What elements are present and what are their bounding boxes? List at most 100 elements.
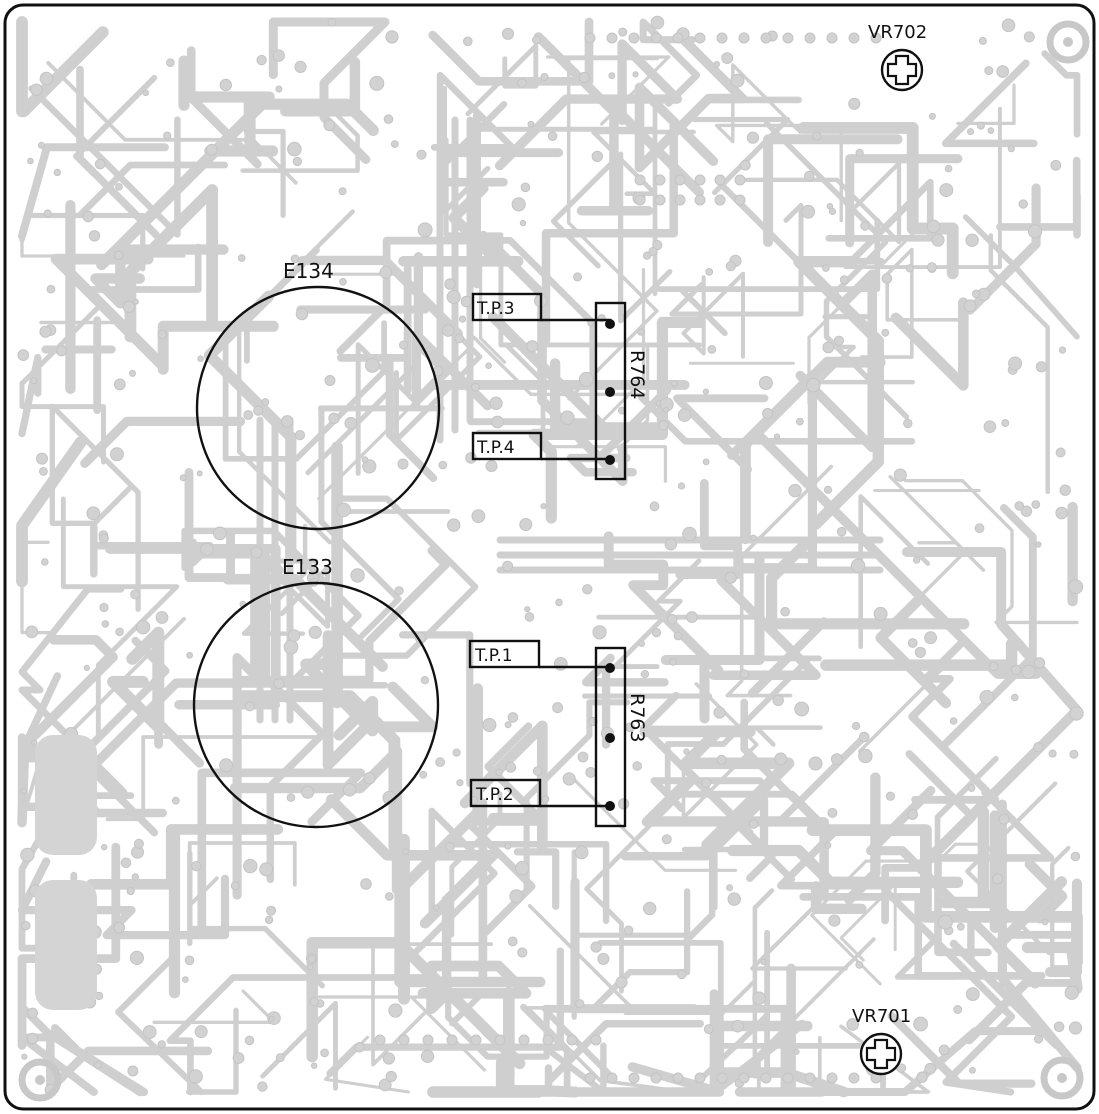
copper-trace — [28, 85, 181, 238]
solder-pad — [182, 976, 189, 983]
solder-pad — [1023, 31, 1035, 43]
solder-pad — [780, 606, 790, 617]
solder-pad — [360, 878, 372, 890]
solder-pad — [39, 71, 54, 86]
copper-trace — [747, 617, 829, 698]
solder-pad — [584, 32, 596, 44]
solder-pad — [142, 1025, 157, 1039]
solder-pad — [541, 795, 550, 803]
solder-pad — [674, 194, 686, 206]
solder-pad — [858, 731, 870, 743]
solder-pad — [354, 1042, 365, 1053]
copper-trace — [725, 464, 834, 698]
solder-pad — [983, 420, 997, 434]
solder-pad — [808, 756, 823, 771]
solder-pad — [205, 143, 218, 156]
copper-trace — [673, 394, 769, 474]
solder-pad — [188, 1069, 203, 1084]
solder-pad — [938, 1044, 950, 1056]
solder-pad — [773, 433, 781, 440]
copper-trace — [495, 1056, 581, 1098]
solder-pad — [416, 149, 427, 160]
capacitor-e134-outline — [195, 285, 441, 531]
copper-trace — [184, 468, 235, 583]
solder-pad — [336, 502, 352, 518]
solder-pad — [694, 32, 706, 44]
solder-pad — [965, 233, 979, 248]
copper-trace — [402, 807, 498, 966]
solder-pad — [243, 410, 254, 420]
solder-pad — [129, 369, 136, 377]
solder-pad — [714, 194, 726, 206]
solder-pad — [870, 32, 882, 44]
solder-pad — [155, 611, 169, 624]
solder-pad — [650, 32, 662, 44]
solder-pad — [39, 325, 52, 338]
solder-pad — [485, 460, 498, 472]
solder-pad — [591, 150, 603, 163]
solder-pad — [135, 620, 151, 635]
solder-pad — [833, 335, 845, 346]
copper-trace — [1041, 50, 1081, 138]
solder-pad — [517, 947, 528, 958]
solder-pad — [643, 251, 652, 260]
solder-pad — [1011, 693, 1019, 702]
solder-pad — [98, 533, 109, 544]
solder-pad — [738, 1072, 750, 1084]
solder-pad — [826, 32, 838, 44]
copper-trace — [49, 403, 141, 612]
solder-pad — [694, 1072, 706, 1084]
copper-trace — [77, 161, 229, 218]
solder-pad — [20, 787, 27, 795]
solder-pad — [94, 158, 106, 170]
solder-pad — [39, 467, 48, 476]
solder-pad — [438, 460, 448, 470]
solder-pad — [1050, 159, 1062, 171]
solder-pad — [606, 32, 618, 44]
solder-pad — [27, 157, 34, 165]
copper-trace — [325, 794, 499, 929]
solder-pad — [912, 556, 921, 564]
solder-pad — [286, 793, 296, 802]
copper-trace — [86, 824, 284, 890]
copper-trace — [750, 898, 848, 971]
copper-trace — [650, 777, 764, 813]
solder-pad — [623, 925, 634, 936]
solder-pad — [295, 307, 309, 321]
solder-pad — [682, 526, 697, 542]
solder-pad — [197, 355, 204, 363]
copper-trace — [124, 184, 219, 343]
solder-pads — [17, 15, 1084, 1097]
solder-pad — [965, 987, 980, 1001]
copper-trace — [660, 554, 765, 724]
solder-pad — [1069, 749, 1079, 759]
solder-pad — [397, 458, 409, 470]
copper-trace — [681, 846, 779, 911]
copper-trace — [550, 151, 673, 324]
solder-pad — [378, 1078, 392, 1092]
solder-pad — [273, 678, 285, 690]
solder-pad — [634, 194, 646, 206]
solder-pad — [907, 809, 918, 820]
solder-pad — [638, 640, 646, 648]
solder-pad — [597, 952, 610, 965]
solder-pad — [259, 862, 274, 877]
solder-pad — [828, 207, 837, 216]
solder-pad — [542, 1034, 554, 1046]
solder-pad — [1010, 664, 1022, 676]
solder-pad — [734, 174, 746, 186]
copper-trace — [865, 785, 1035, 1045]
solder-pad — [578, 71, 591, 84]
copper-trace — [222, 320, 387, 462]
solder-pad — [88, 230, 101, 242]
solder-pad — [924, 1062, 937, 1075]
copper-trace — [807, 223, 924, 405]
solder-pad — [157, 1040, 166, 1049]
trimmer-vr702-label: VR702 — [868, 22, 927, 43]
solder-pad — [979, 690, 995, 705]
solder-pad — [1068, 1021, 1083, 1035]
solder-pad — [390, 140, 399, 149]
solder-pad — [126, 887, 135, 896]
solder-pad — [272, 49, 285, 62]
solder-pad — [650, 1072, 662, 1084]
